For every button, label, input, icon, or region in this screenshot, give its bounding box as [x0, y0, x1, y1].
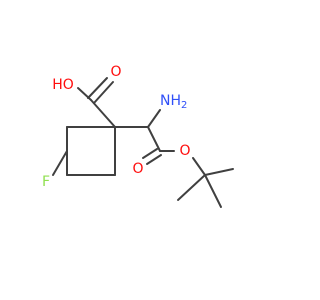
- amine-text: NH: [160, 93, 181, 109]
- c-o-double-bond: [93, 81, 114, 104]
- tbu-methyl-bond: [204, 168, 234, 176]
- structure-diagram: HO O NH2 F O O: [42, 64, 234, 208]
- ester-carbonyl-oxygen-label: O: [132, 161, 143, 177]
- tbu-methyl-bond: [177, 174, 206, 201]
- tbu-methyl-bond: [204, 174, 222, 208]
- c-o-double-bond: [87, 77, 108, 99]
- calpha-cester-bond: [147, 126, 161, 152]
- c-o-double-bond: [142, 148, 158, 159]
- molecule-drawing: HO O NH2 F O O: [42, 64, 234, 208]
- c-n-bond: [147, 109, 161, 128]
- o-ctbu-bond: [192, 157, 206, 176]
- ether-oxygen-label: O: [179, 143, 190, 159]
- c-f-bond: [52, 150, 68, 176]
- fluorine-label: F: [42, 174, 50, 190]
- carbonyl-oxygen-label: O: [110, 64, 121, 80]
- amine-subscript: 2: [181, 100, 187, 111]
- hydroxyl-label: HO: [52, 77, 74, 93]
- c-o-double-bond: [146, 154, 162, 165]
- c-cooh-bond: [90, 99, 116, 128]
- amine-label: NH2: [160, 93, 187, 111]
